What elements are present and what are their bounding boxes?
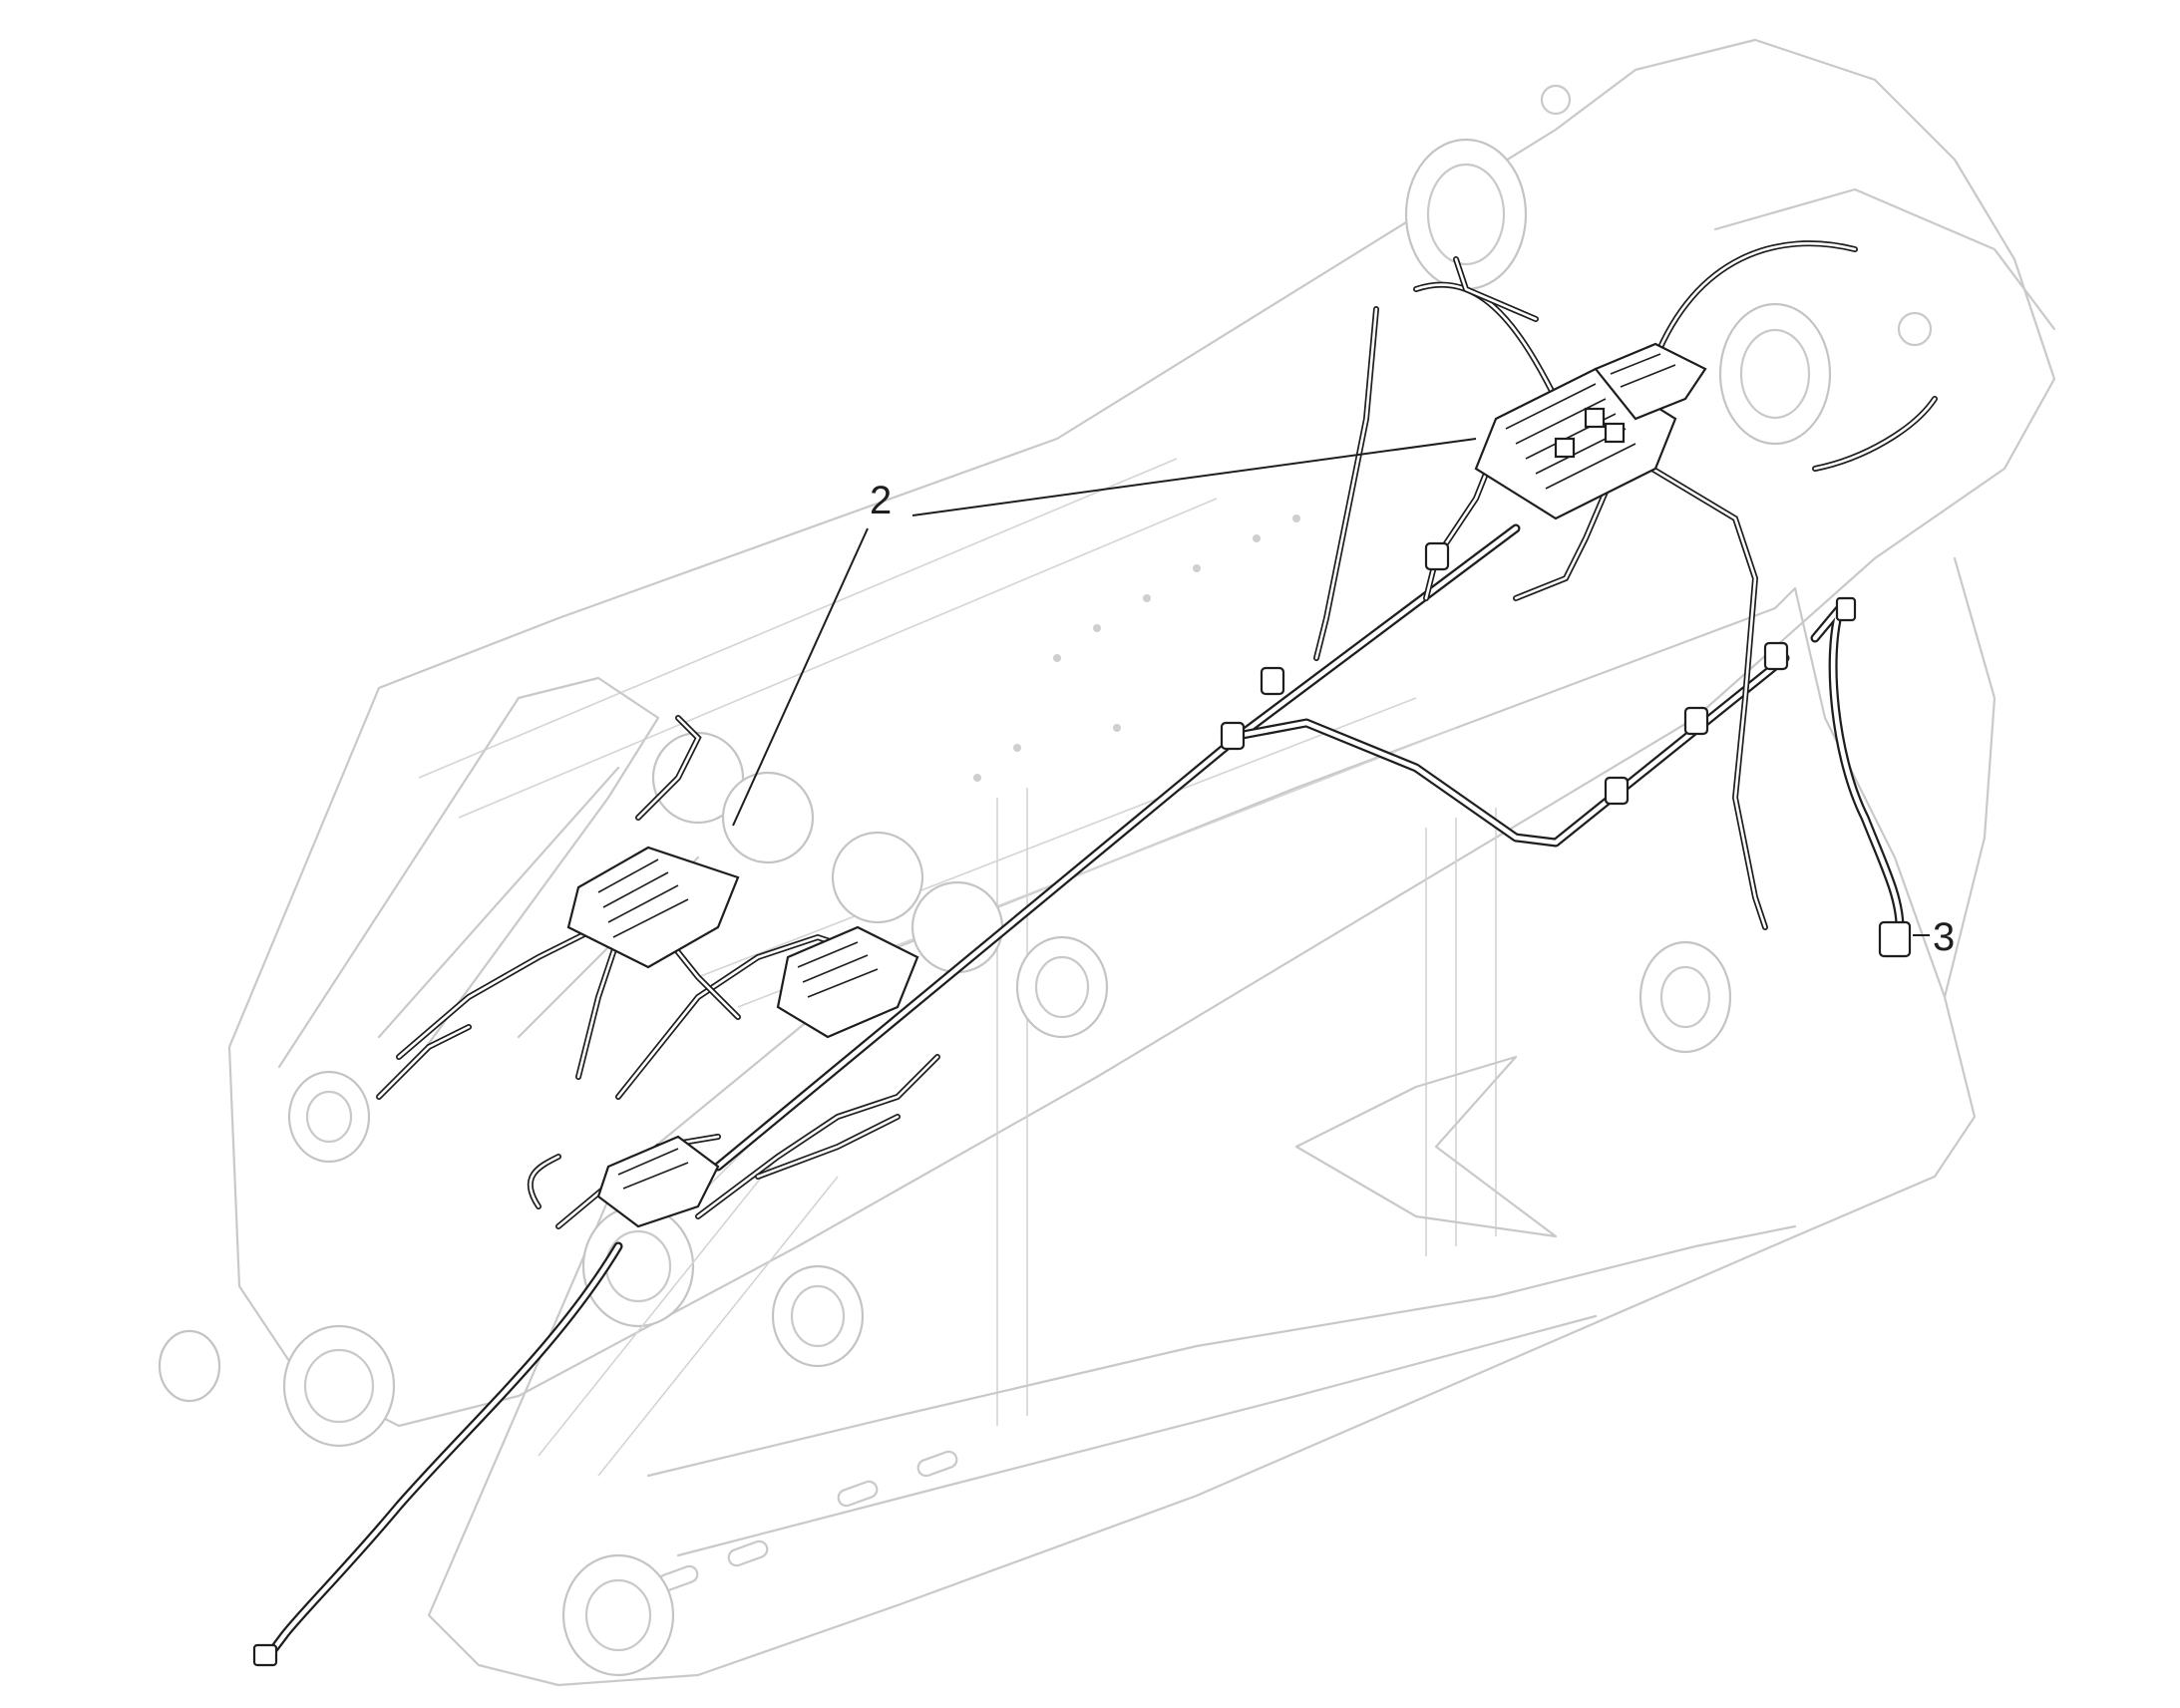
leader-2-lower bbox=[732, 527, 869, 827]
front-left-pivots bbox=[561, 935, 1109, 1677]
rivet-dots bbox=[973, 514, 1300, 782]
upper-right-block bbox=[1594, 342, 1707, 421]
cylinder-drums bbox=[651, 731, 1732, 1054]
upper-distribution-lines bbox=[1313, 240, 1938, 930]
boom-upper-plate bbox=[227, 38, 2056, 1428]
distribution-blocks bbox=[252, 342, 1912, 1667]
boom-lower-trough bbox=[646, 1224, 1797, 1557]
secondary-boom-pipe bbox=[1222, 653, 1790, 848]
machine-frame bbox=[158, 38, 2056, 1687]
callout-3: 3 bbox=[1913, 915, 1955, 959]
lower-front-block bbox=[596, 1135, 720, 1228]
end-fittings bbox=[252, 596, 1912, 1667]
boom-lower-plate bbox=[427, 586, 1977, 1687]
main-boom-pipe bbox=[713, 523, 1521, 1172]
callout-2: 2 bbox=[732, 438, 1477, 827]
boom-right-edge bbox=[1713, 187, 2056, 999]
pipe-clamps bbox=[1220, 541, 1789, 806]
callout-label-3: 3 bbox=[1933, 915, 1955, 959]
rear-left-pivots bbox=[158, 1070, 695, 1448]
callout-label-2: 2 bbox=[870, 479, 892, 522]
boom-web-lines bbox=[418, 458, 1497, 1426]
top-pivot bbox=[1404, 84, 1933, 446]
boom-chevron-cutout bbox=[1294, 1055, 1558, 1238]
leader-2-upper bbox=[911, 438, 1477, 516]
rear-distribution-block bbox=[566, 846, 740, 969]
outlet-hose-3 bbox=[1810, 603, 1905, 932]
main-supply-hose bbox=[264, 1241, 623, 1660]
front-distribution-block bbox=[776, 925, 919, 1039]
